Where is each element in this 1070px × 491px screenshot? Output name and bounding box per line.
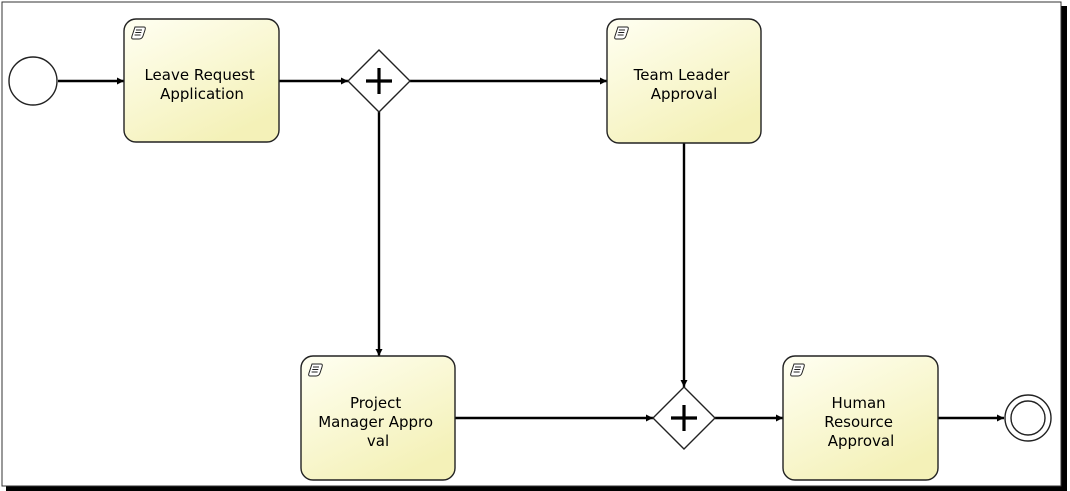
task-label-line: Application — [160, 85, 244, 103]
task-label-line: Approval — [651, 85, 718, 103]
task-label-line: Manager Appro — [318, 413, 433, 431]
task-label-line: val — [367, 432, 389, 450]
task-label-line: Project — [350, 394, 401, 412]
task-human-resource-approval[interactable]: Human Resource Approval — [782, 355, 939, 481]
task-leave-request-application[interactable]: Leave Request Application — [123, 18, 280, 143]
svg-text:Project Manager Appro: Project Manager Appro val — [318, 394, 438, 450]
task-label-line: Approval — [828, 432, 895, 450]
plus-icon — [671, 405, 697, 431]
task-label-line: Team Leader — [633, 66, 731, 84]
svg-text:Team Leader Approval: Team Leader Approval — [633, 66, 735, 103]
svg-text:Leave Request Applicatio: Leave Request Application — [144, 66, 259, 103]
parallel-gateway-fork[interactable] — [347, 49, 411, 113]
svg-text:Human Resource App: Human Resource Approval — [824, 394, 898, 450]
task-label-line: Human — [832, 394, 886, 412]
plus-icon — [366, 68, 392, 94]
task-project-manager-approval[interactable]: Project Manager Appro val — [300, 355, 456, 481]
canvas-shadow-bottom — [6, 486, 1067, 491]
task-label-line: Leave Request — [144, 66, 254, 84]
parallel-gateway-join[interactable] — [652, 386, 716, 450]
canvas-shadow-right — [1061, 6, 1067, 491]
task-label-line: Resource — [824, 413, 893, 431]
task-team-leader-approval[interactable]: Team Leader Approval — [606, 18, 762, 144]
start-event[interactable] — [8, 56, 58, 106]
end-event[interactable] — [1004, 394, 1052, 442]
